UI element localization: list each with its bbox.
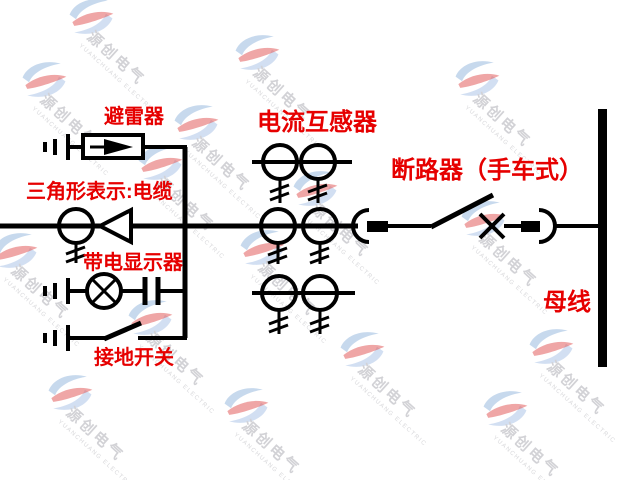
circuit-breaker-symbol — [351, 192, 599, 244]
label-current-transformer: 电流互感器 — [257, 109, 377, 136]
earth-switch-blade — [103, 320, 142, 342]
tail-slash — [309, 254, 330, 265]
cable-symbol — [57, 206, 133, 264]
tail-slash — [309, 315, 330, 326]
tail-slash — [268, 315, 289, 326]
label-busbar: 母线 — [543, 289, 591, 316]
tail-slash — [269, 191, 290, 202]
live-display-symbol — [43, 272, 187, 310]
tail-slash — [269, 183, 290, 194]
left-plug-arc — [351, 208, 370, 244]
current-transformer-row-bottom — [252, 274, 355, 334]
breaker-blade — [429, 192, 495, 230]
current-transformer-row-top — [252, 143, 352, 203]
tail-slash — [65, 253, 86, 264]
tail-slash — [268, 323, 289, 334]
tail-slash — [309, 246, 330, 257]
label-breaker: 断路器（手车式） — [391, 157, 583, 184]
surge-arrester-symbol — [43, 133, 187, 160]
busbar-bar — [598, 109, 607, 367]
current-transformer-row-middle — [259, 207, 339, 265]
cable-triangle — [95, 206, 133, 246]
right-plug-arc — [538, 208, 557, 244]
label-arrester: 避雷器 — [104, 106, 164, 128]
tail-slash — [65, 245, 86, 256]
left-plug-contact — [367, 221, 388, 232]
arrester-arrow-head — [104, 139, 133, 155]
tail-slash — [309, 323, 330, 334]
label-live-display: 带电显示器 — [83, 252, 183, 274]
right-plug-contact — [521, 221, 540, 232]
lamp-cross — [90, 277, 118, 305]
label-ground-switch: 接地开关 — [94, 347, 174, 369]
label-cable-note: 三角形表示:电缆 — [26, 181, 173, 203]
